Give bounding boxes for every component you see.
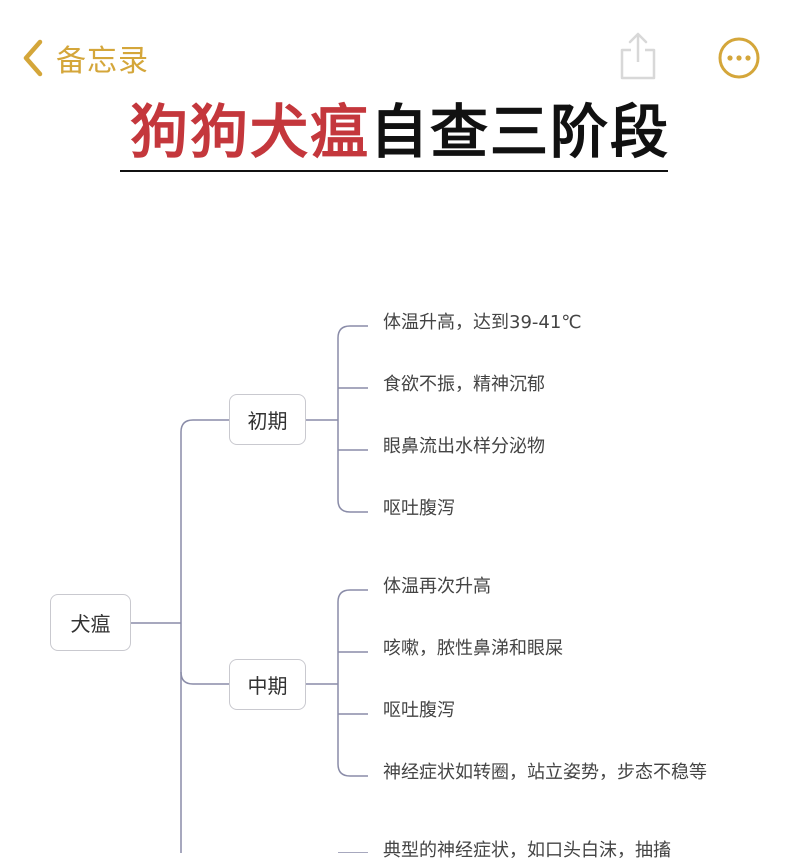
more-icon [718,37,760,79]
mindmap-root-node: 犬瘟 [50,594,131,651]
symptom-item: 体温再次升高 [383,576,491,597]
more-options-button[interactable] [717,36,761,80]
chevron-left-icon [23,39,43,77]
title-rest: 自查三阶段 [370,98,671,166]
back-button[interactable]: 备忘录 [20,36,149,80]
root-label: 犬瘟 [70,612,111,636]
stage-node-early: 初期 [229,394,306,445]
stage-node-middle: 中期 [229,659,306,710]
top-navigation-bar: 备忘录 [0,0,800,110]
share-button[interactable] [618,30,658,82]
symptom-item: 体温升高，达到39-41℃ [383,312,582,333]
symptom-item: 眼鼻流出水样分泌物 [383,436,545,457]
symptom-item-partial: 典型的神经症状，如口头白沫，抽搐 [383,840,671,861]
stage-label-early: 初期 [247,409,288,433]
title-underline [120,170,668,172]
note-title: 狗狗犬瘟自查三阶段 [0,92,800,172]
symptom-item: 呕吐腹泻 [383,498,455,519]
symptom-item: 呕吐腹泻 [383,700,455,721]
symptom-item: 食欲不振，精神沉郁 [383,374,545,395]
share-icon [620,32,656,80]
symptom-item: 神经症状如转圈，站立姿势，步态不稳等 [383,762,707,783]
title-highlight: 狗狗犬瘟 [129,98,370,166]
stage-label-middle: 中期 [247,674,288,698]
back-label: 备忘录 [56,44,149,79]
symptom-item: 咳嗽，脓性鼻涕和眼屎 [383,638,563,659]
